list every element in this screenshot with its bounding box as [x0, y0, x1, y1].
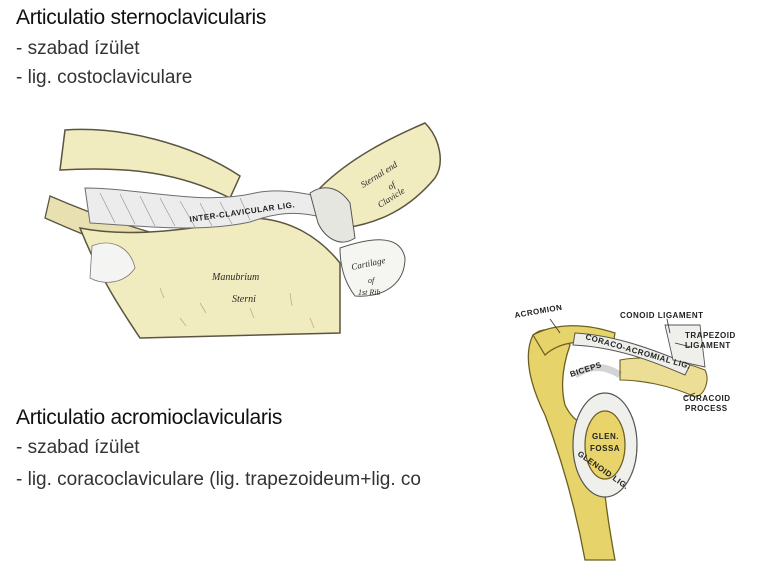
section1-bullet-2: - lig. costoclaviculare	[16, 67, 193, 88]
section2-title: Articulatio acromioclavicularis	[16, 406, 283, 429]
label-biceps: BICEPS	[569, 360, 603, 379]
section1-title: Articulatio sternoclavicularis	[16, 6, 267, 29]
label-coracoid-process: PROCESS	[685, 404, 728, 413]
label-manubrium: Manubrium	[211, 272, 259, 283]
label-glen: GLEN.	[592, 432, 619, 441]
label-conoid-ligament: CONOID LIGAMENT	[620, 311, 704, 320]
label-trapezoid: TRAPEZOID	[685, 331, 736, 340]
label-cartilage-of: of	[368, 276, 376, 285]
label-coracoid: CORACOID	[683, 394, 731, 403]
label-sterni: Sterni	[232, 294, 256, 305]
label-trapezoid-ligament: LIGAMENT	[685, 341, 731, 350]
label-fossa: FOSSA	[590, 444, 620, 453]
section2-bullet-2: - lig. coracoclaviculare (lig. trapezoid…	[16, 469, 421, 490]
sternoclavicular-illustration: Manubrium Sterni Sternal end of Clavicle…	[44, 122, 441, 339]
label-first-rib: 1st Rib	[358, 288, 380, 297]
section2-bullet-1: - szabad ízület	[16, 437, 140, 458]
section1-bullet-1: - szabad ízület	[16, 38, 140, 59]
label-acromion: ACROMION	[514, 305, 563, 320]
acromioclavicular-illustration: ACROMION CONOID LIGAMENT TRAPEZOID LIGAM…	[514, 305, 736, 561]
